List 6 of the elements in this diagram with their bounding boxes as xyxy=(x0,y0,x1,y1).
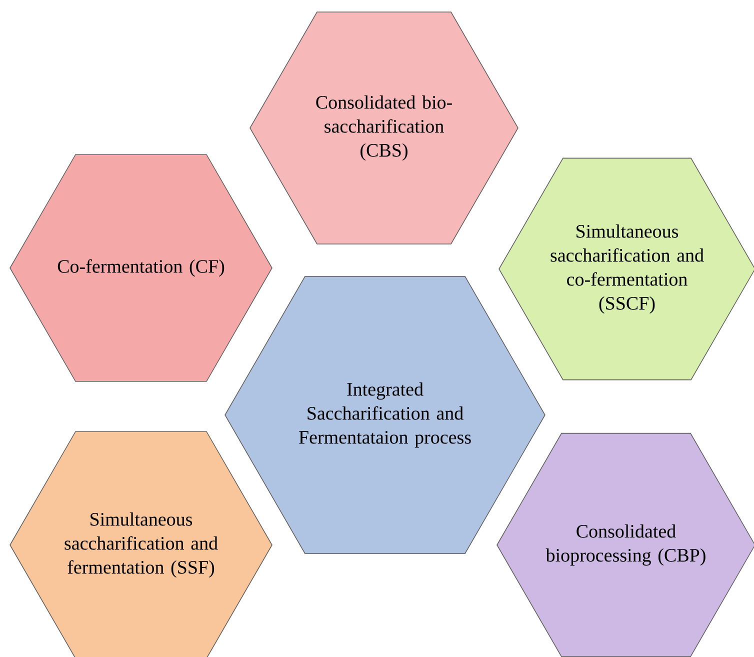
hexagon: Co-fermentation (CF) xyxy=(10,154,272,382)
hexagon: Integrated Saccharification and Fermentataion process xyxy=(224,276,546,554)
hexagon: Consolidated bio-saccharification (CBS) xyxy=(250,12,518,244)
hexagon: Simultaneous saccharification and fermentation (SSF) xyxy=(10,431,272,657)
hexagon: Consolidated bioprocessing (CBP) xyxy=(496,432,754,657)
hexagon: Simultaneous saccharification and co-fermentation (SSCF) xyxy=(498,158,754,380)
